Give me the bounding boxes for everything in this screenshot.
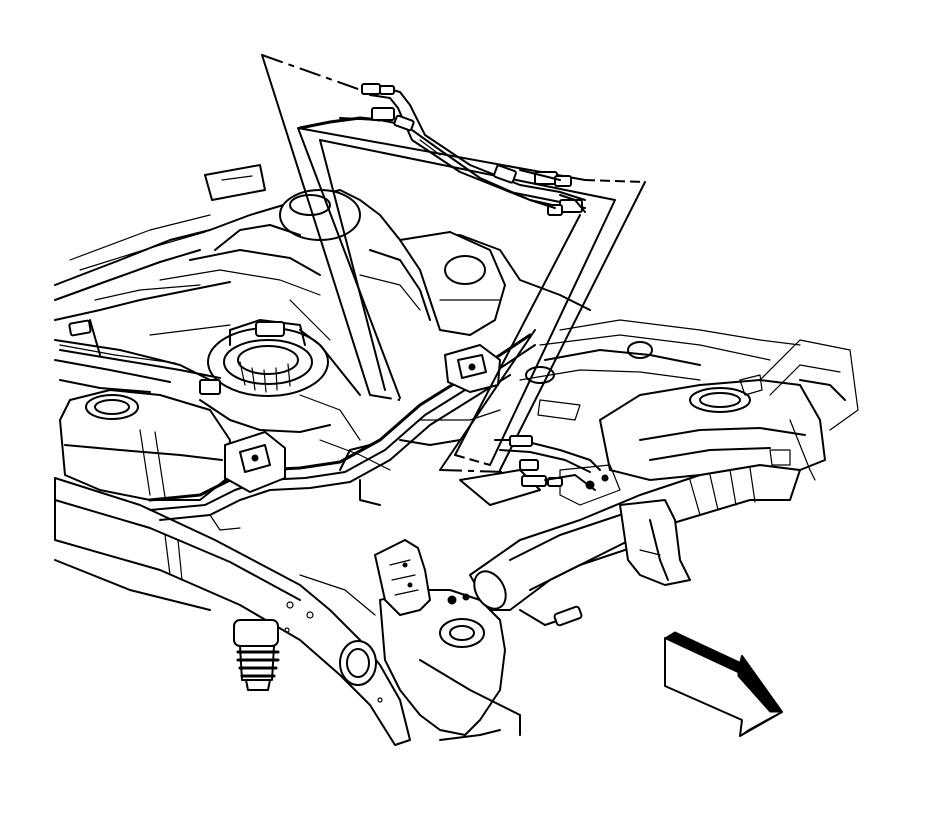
detail-view-inset	[261, 54, 646, 491]
front-crossmember	[339, 539, 521, 741]
body-mount-brackets	[224, 344, 541, 506]
canister-fitting	[233, 619, 280, 691]
exhaust-system	[469, 464, 801, 627]
right-underbody	[519, 319, 859, 506]
front-direction-arrow-icon	[663, 631, 783, 737]
left-frame-rail	[54, 477, 411, 746]
floor-pan	[54, 164, 591, 501]
